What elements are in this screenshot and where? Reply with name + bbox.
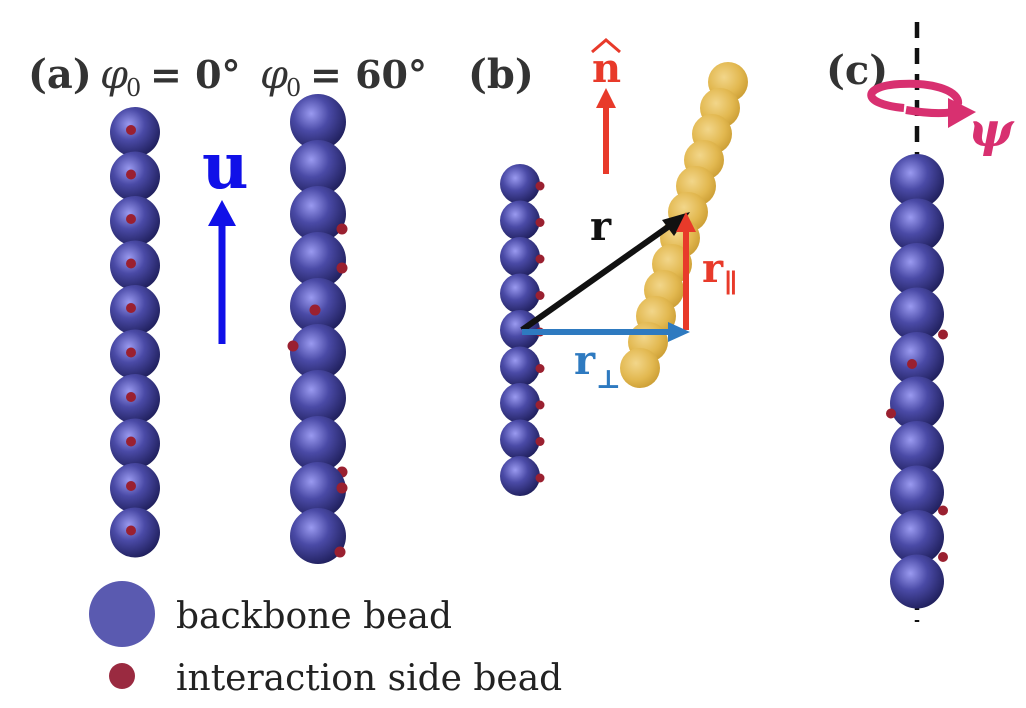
legend: backbone bead interaction side bead: [89, 581, 562, 699]
backbone-bead: [290, 370, 346, 426]
backbone-bead: [290, 508, 346, 564]
phi-b-symbol: φ: [260, 52, 288, 98]
panel-b-label: (b): [468, 51, 534, 98]
rotation-arrow-icon: [948, 98, 976, 128]
side-bead: [886, 408, 896, 419]
rotation-arrow-back: [867, 79, 962, 112]
side-bead: [938, 505, 948, 516]
side-bead: [126, 481, 136, 491]
r-perp-label: r: [574, 337, 596, 384]
side-bead: [126, 525, 136, 536]
side-bead: [126, 169, 136, 180]
side-bead: [126, 125, 136, 135]
backbone-bead: [500, 456, 540, 496]
dot-icon: [109, 663, 135, 689]
u-arrow-head: [208, 200, 236, 226]
backbone-bead: [890, 376, 944, 431]
n-hat-label: n: [592, 45, 621, 92]
backbone-bead: [500, 164, 540, 204]
backbone-bead: [890, 243, 944, 297]
backbone-bead: [290, 140, 346, 196]
psi-label: ψ: [968, 102, 1015, 158]
backbone-bead: [290, 186, 346, 242]
side-bead: [126, 258, 136, 269]
phi-a-subscript: 0: [126, 74, 141, 102]
side-bead: [535, 364, 545, 373]
backbone-bead: [500, 383, 540, 423]
r-par-subscript: ∥: [724, 269, 738, 299]
backbone-bead: [890, 465, 944, 520]
side-bead: [126, 347, 136, 358]
backbone-bead: [500, 346, 540, 387]
r-perp-subscript: ⊥: [596, 365, 621, 395]
side-bead: [535, 254, 545, 264]
panel-a-label: (a): [28, 51, 92, 98]
side-bead: [334, 546, 346, 558]
panel-c: (c) ψ: [826, 22, 1015, 622]
side-bead: [535, 291, 545, 300]
side-bead: [126, 392, 136, 402]
phi-b-subscript: 0: [286, 74, 301, 102]
backbone-bead: [290, 462, 346, 518]
backbone-bead: [500, 273, 540, 314]
backbone-bead: [890, 287, 944, 342]
backbone-bead: [500, 419, 540, 460]
backbone-bead: [290, 324, 346, 380]
n-hat-accent: [591, 38, 621, 54]
side-bead: [126, 214, 136, 224]
r-perp-arrow-head: [668, 322, 690, 342]
r-par-label: r: [702, 245, 724, 292]
backbone-bead: [500, 200, 540, 241]
chain-rotating: [886, 154, 948, 609]
backbone-bead: [890, 154, 944, 208]
backbone-bead: [890, 198, 944, 253]
u-vector-label: u: [202, 129, 249, 204]
side-bead: [309, 304, 321, 316]
legend-side-label: interaction side bead: [176, 658, 562, 699]
side-bead: [535, 218, 545, 227]
chain-phi0-60: [287, 94, 348, 564]
side-bead: [336, 262, 348, 274]
side-bead: [938, 552, 948, 562]
phi-a-symbol: φ: [100, 52, 128, 98]
phi-b-value: = 60°: [310, 52, 427, 97]
side-bead: [535, 400, 545, 410]
side-bead: [126, 303, 136, 313]
backbone-bead: [500, 237, 540, 277]
backbone-bead: [290, 416, 346, 472]
backbone-bead: [500, 310, 540, 350]
neighbor-bead: [620, 348, 660, 388]
backbone-bead: [290, 232, 346, 288]
side-bead: [336, 223, 348, 235]
backbone-bead: [890, 510, 944, 564]
n-arrow-head: [596, 88, 616, 108]
panel-a: (a) φ 0 = 0° φ 0 = 60° u: [28, 51, 427, 564]
backbone-bead: [890, 332, 944, 386]
side-bead: [126, 436, 136, 447]
backbone-bead: [890, 421, 944, 475]
side-bead: [535, 437, 545, 446]
side-bead: [535, 473, 545, 483]
side-bead: [535, 181, 545, 191]
side-bead: [287, 340, 299, 352]
chain-phi0-0: [110, 107, 160, 558]
chain-reference: [500, 164, 545, 496]
side-bead: [336, 482, 348, 494]
sphere-icon: [89, 581, 155, 647]
r-vector-label: r: [590, 203, 612, 250]
side-bead: [938, 329, 948, 340]
panel-b: (b) n r r ∥ r ⊥: [468, 38, 748, 496]
r-par-arrow-head: [676, 212, 696, 232]
backbone-bead: [290, 94, 346, 150]
legend-backbone-label: backbone bead: [176, 596, 452, 637]
backbone-bead: [890, 554, 944, 609]
phi-a-value: = 0°: [150, 52, 241, 97]
side-bead: [907, 359, 917, 369]
r-arrow-shaft: [520, 219, 677, 333]
